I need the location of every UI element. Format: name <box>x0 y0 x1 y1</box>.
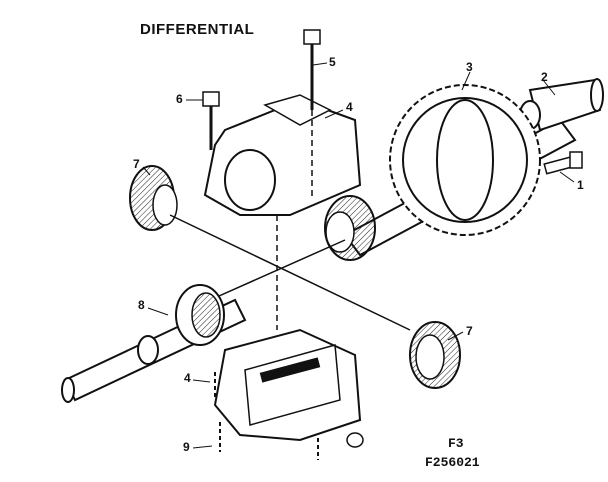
bolt-1 <box>543 151 583 175</box>
cross-shaft-line <box>169 214 411 331</box>
bolt-6 <box>202 91 220 150</box>
sprocket-gear <box>389 84 541 236</box>
bevel-gear-right <box>409 321 461 389</box>
leader-lines <box>142 62 575 449</box>
figure-label: F3 <box>448 436 464 451</box>
callout-4-bottom: 4 <box>184 371 191 385</box>
callout-5: 5 <box>329 55 336 69</box>
callout-1: 1 <box>577 178 584 192</box>
callout-7-right: 7 <box>466 324 473 338</box>
lower-housing <box>213 328 364 460</box>
figure-code: F256021 <box>425 455 480 470</box>
callout-8: 8 <box>138 298 145 312</box>
callout-4-top: 4 <box>346 100 353 114</box>
bevel-gear-left <box>129 165 178 231</box>
callout-7-left: 7 <box>133 157 140 171</box>
callout-2: 2 <box>541 70 548 84</box>
callout-6: 6 <box>176 92 183 106</box>
diagram-title: DIFFERENTIAL <box>140 21 255 38</box>
bolt-5 <box>303 29 321 200</box>
callout-9: 9 <box>183 440 190 454</box>
axle-left <box>61 284 247 403</box>
callout-3: 3 <box>466 60 473 74</box>
upper-housing <box>203 94 362 216</box>
bevel-gear-center <box>324 195 376 261</box>
